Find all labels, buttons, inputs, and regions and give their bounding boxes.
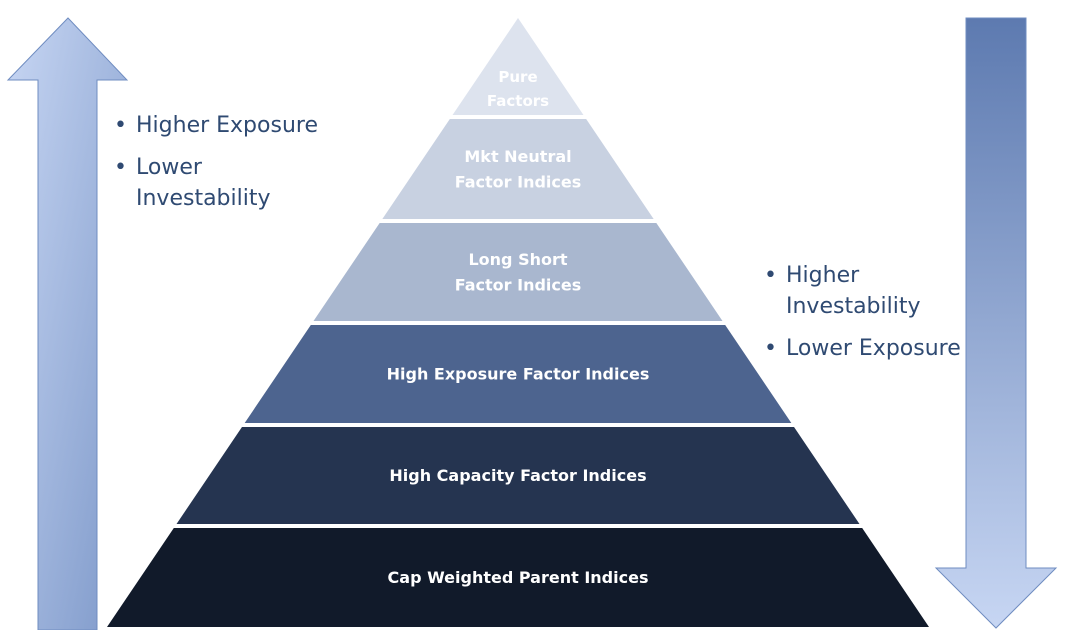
pyramid-tier-label: Factor Indices: [455, 275, 582, 294]
pyramid-tier: [452, 18, 584, 115]
pyramid-tier: [244, 325, 792, 423]
bullet-icon: •: [764, 336, 777, 361]
pyramid-tier-label: Cap Weighted Parent Indices: [388, 568, 649, 587]
left-note-item: •Higher Exposure: [112, 110, 322, 141]
pyramid-tier: [382, 119, 654, 219]
pyramid-tier-label: Factors: [487, 92, 549, 110]
bullet-icon: •: [114, 113, 127, 138]
pyramid-tier-label: Factor Indices: [455, 172, 582, 191]
pyramid-tier-label: High Exposure Factor Indices: [387, 365, 650, 384]
pyramid-tier-label: Pure: [498, 68, 537, 86]
pyramid-tier: [176, 427, 860, 524]
bullet-icon: •: [114, 155, 127, 180]
down-arrow-icon: [934, 17, 1058, 629]
left-note-item: •Lower Investability: [112, 152, 322, 214]
pyramid-tier-label: Mkt Neutral: [464, 147, 571, 166]
pyramid-tier-label: Long Short: [468, 250, 567, 269]
pyramid-tier: [107, 528, 929, 627]
up-arrow-icon: [6, 17, 129, 630]
pyramid-tier-label: High Capacity Factor Indices: [389, 466, 646, 485]
bullet-icon: •: [764, 263, 777, 288]
right-note-item: •Higher Investability: [762, 260, 972, 322]
right-notes: •Higher Investability •Lower Exposure: [762, 260, 972, 375]
left-notes: •Higher Exposure •Lower Investability: [112, 110, 322, 225]
pyramid-tier: [313, 223, 723, 321]
right-note-item: •Lower Exposure: [762, 333, 972, 364]
